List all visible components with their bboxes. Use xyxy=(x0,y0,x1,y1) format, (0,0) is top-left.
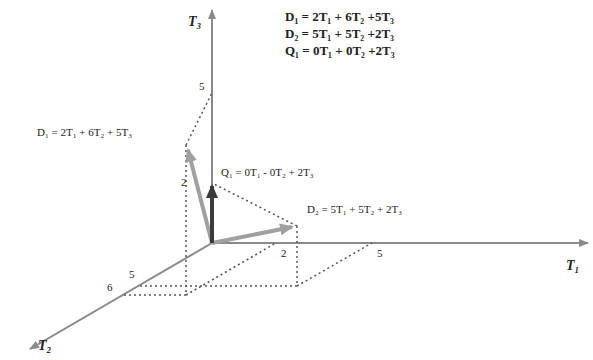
tick-number: 6 xyxy=(107,281,113,293)
tick-number: 5 xyxy=(377,247,383,259)
t1-axis xyxy=(212,242,588,244)
guide-line xyxy=(297,243,372,286)
vector-label: D₁ = 2T₁ + 6T₂ + 5T₃ xyxy=(36,126,133,138)
t3-axis xyxy=(211,10,213,243)
guide-line xyxy=(185,145,187,295)
axes xyxy=(30,10,588,349)
guide-line xyxy=(186,93,212,145)
guide-line xyxy=(296,226,298,286)
tick-number: 5 xyxy=(199,80,205,92)
d1-vector xyxy=(188,150,212,243)
vectors xyxy=(188,150,292,243)
tick-number: 2 xyxy=(181,176,187,188)
axis-label: T₃ xyxy=(188,14,201,29)
vector-label: D₂ = 5T₁ + 5T₂ + 2T₃ xyxy=(306,203,403,215)
guide-line xyxy=(137,285,297,287)
axis-label: T₂ xyxy=(38,338,51,353)
vector-label: Q₁ = 0T₁ - 0T₂ + 2T₃ xyxy=(220,166,315,178)
guide-line xyxy=(122,294,186,296)
tick-number: 2 xyxy=(281,247,287,259)
guide-lines xyxy=(122,93,372,295)
guide-line xyxy=(212,183,297,226)
axis-label: T₁ xyxy=(566,258,579,273)
q1-vector xyxy=(210,186,214,243)
equation: D₂ = 5T₁ + 5T₂ +2T₃ xyxy=(285,27,394,41)
equation: Q₁ = 0T₁ + 0T₂ +2T₃ xyxy=(285,44,395,58)
guide-line xyxy=(186,243,276,295)
t2-axis xyxy=(30,243,212,349)
tick-number: 5 xyxy=(129,268,135,280)
equation: D₁ = 2T₁ + 6T₂ +5T₃ xyxy=(285,10,394,24)
d2-vector xyxy=(212,227,292,243)
